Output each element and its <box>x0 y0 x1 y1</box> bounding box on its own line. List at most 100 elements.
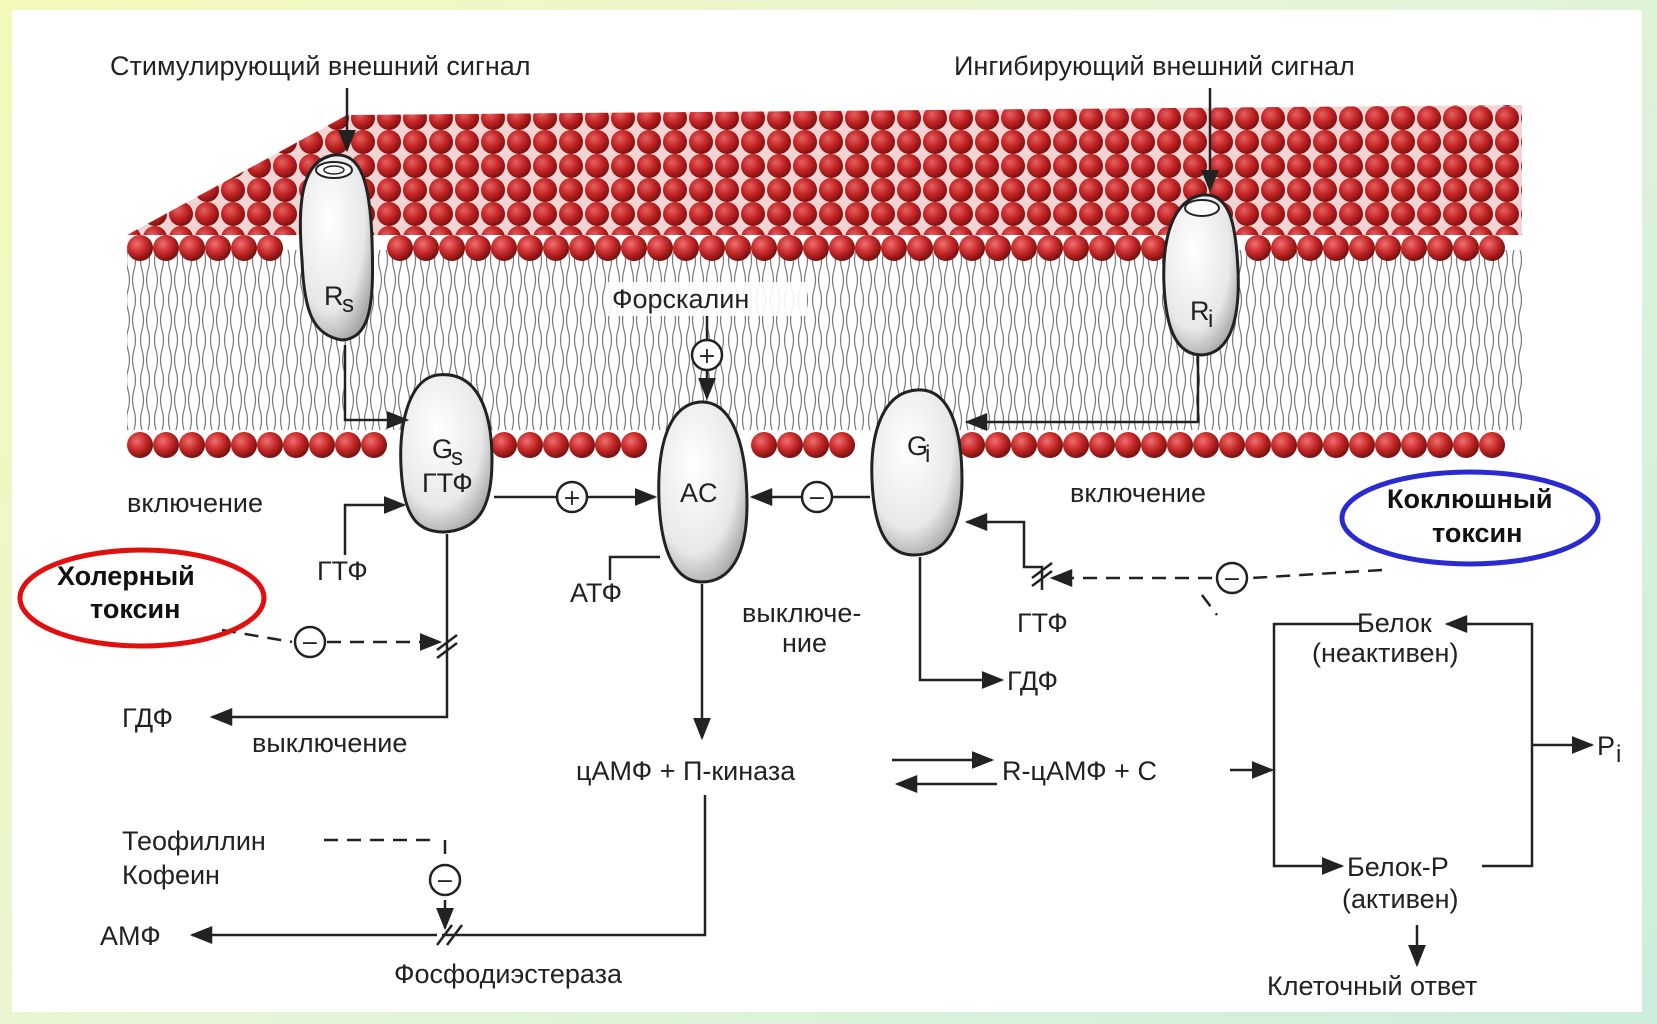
cholera-toxin: Холерный токсин <box>20 550 264 646</box>
lipid-head <box>257 235 283 261</box>
svg-text:−: − <box>436 869 454 894</box>
lipid-head <box>1245 432 1271 458</box>
lipid-head <box>777 235 803 261</box>
off-left-label: выключение <box>252 728 407 758</box>
diagram-stage: R s R i G s ГТФ AC G i <box>12 10 1642 1012</box>
pertussis-toxin-label-1: Коклюшный <box>1387 484 1553 514</box>
lipid-head <box>413 235 439 261</box>
amp-label: АМФ <box>100 921 161 951</box>
gtp-left-label: ГТФ <box>317 556 368 586</box>
lipid-head <box>959 235 985 261</box>
lipid-head <box>803 235 829 261</box>
protein-inactive-label-1: Белок <box>1357 608 1432 638</box>
lipid-head <box>153 235 179 261</box>
gdp-right-label: ГДФ <box>1007 666 1058 696</box>
pertussis-toxin: Коклюшный токсин <box>1342 472 1598 564</box>
lipid-head <box>829 432 855 458</box>
pi-label: P <box>1597 731 1615 761</box>
inhibiting-signal-label: Ингибирующий внешний сигнал <box>954 51 1355 81</box>
lipid-head <box>465 235 491 261</box>
lipid-head <box>933 235 959 261</box>
protein-gs: G s ГТФ <box>401 375 492 532</box>
lipid-head <box>1037 235 1063 261</box>
svg-text:−: − <box>1223 567 1241 592</box>
lipid-head <box>1297 432 1323 458</box>
lipid-head <box>1427 432 1453 458</box>
signal-transduction-diagram: R s R i G s ГТФ AC G i <box>12 10 1642 1012</box>
minus-circle-theophylline: − <box>430 865 460 895</box>
lipid-head <box>1323 432 1349 458</box>
lipid-head <box>855 235 881 261</box>
svg-text:+: + <box>698 344 716 369</box>
lipid-head <box>491 432 517 458</box>
lipid-head <box>1245 235 1271 261</box>
lipid-head <box>1011 432 1037 458</box>
lipid-head <box>1115 432 1141 458</box>
receptor-rs: R s <box>300 155 372 340</box>
lipid-head <box>517 235 543 261</box>
lipid-head <box>1193 432 1219 458</box>
lipid-head <box>621 235 647 261</box>
lipid-head <box>179 235 205 261</box>
gdp-left-label: ГДФ <box>122 703 173 733</box>
lipid-head <box>1063 235 1089 261</box>
svg-text:+: + <box>563 486 581 511</box>
camp-pkinase-label: цАМФ + П-киназа <box>576 756 796 786</box>
lipid-head <box>1479 432 1505 458</box>
protein-active-label-2: (активен) <box>1342 884 1459 914</box>
lipid-head <box>491 235 517 261</box>
adenylate-cyclase: AC <box>659 402 747 582</box>
lipid-head <box>595 235 621 261</box>
lipid-head <box>439 235 465 261</box>
lipid-head <box>699 235 725 261</box>
lipid-head <box>543 432 569 458</box>
lipid-head <box>751 235 777 261</box>
plus-circle-gs: + <box>557 482 587 512</box>
lipid-head <box>1401 235 1427 261</box>
theophylline-label: Теофиллин <box>122 826 266 856</box>
protein-active-label-1: Белок-Р <box>1347 852 1449 882</box>
lipid-head <box>335 432 361 458</box>
off-mid-label-2: ние <box>782 628 827 658</box>
lipid-head <box>1375 432 1401 458</box>
lipid-head <box>985 432 1011 458</box>
lipid-head <box>1271 235 1297 261</box>
lipid-head <box>829 235 855 261</box>
pertussis-toxin-label-2: токсин <box>1432 518 1522 548</box>
lipid-head <box>361 432 387 458</box>
lipid-head <box>959 432 985 458</box>
cell-response-label: Клеточный ответ <box>1267 971 1477 1001</box>
inner-lipid-heads <box>127 432 1505 458</box>
lipid-head <box>231 235 257 261</box>
lipid-head <box>1453 235 1479 261</box>
off-mid-label-1: выключе- <box>742 598 861 628</box>
gs-gtp-label: ГТФ <box>422 468 473 498</box>
lipid-head <box>127 235 153 261</box>
lipid-head <box>1349 432 1375 458</box>
lipid-head <box>777 432 803 458</box>
receptor-ri-label: R <box>1190 296 1210 326</box>
lipid-head <box>621 432 647 458</box>
lipid-head <box>569 235 595 261</box>
lipid-head <box>1167 432 1193 458</box>
svg-text:−: − <box>301 631 319 656</box>
minus-circle-gi: − <box>802 482 832 512</box>
lipid-head <box>1375 235 1401 261</box>
lipid-head <box>647 235 673 261</box>
lipid-head <box>1401 432 1427 458</box>
receptor-rs-subscript: s <box>342 291 354 318</box>
minus-circle-cholera: − <box>295 627 325 657</box>
lipid-head <box>1453 432 1479 458</box>
protein-inactive-label-2: (неактивен) <box>1312 638 1458 668</box>
lipid-head <box>1349 235 1375 261</box>
stimulating-signal-label: Стимулирующий внешний сигнал <box>110 51 531 81</box>
receptor-ri-subscript: i <box>1208 306 1213 333</box>
lipid-head <box>1271 432 1297 458</box>
receptor-ri: R i <box>1164 195 1239 355</box>
ac-label: AC <box>680 478 718 508</box>
lipid-head <box>1089 235 1115 261</box>
lipid-head <box>1427 235 1453 261</box>
gs-label: G <box>432 434 453 464</box>
lipid-head <box>1323 235 1349 261</box>
lipid-head <box>543 235 569 261</box>
